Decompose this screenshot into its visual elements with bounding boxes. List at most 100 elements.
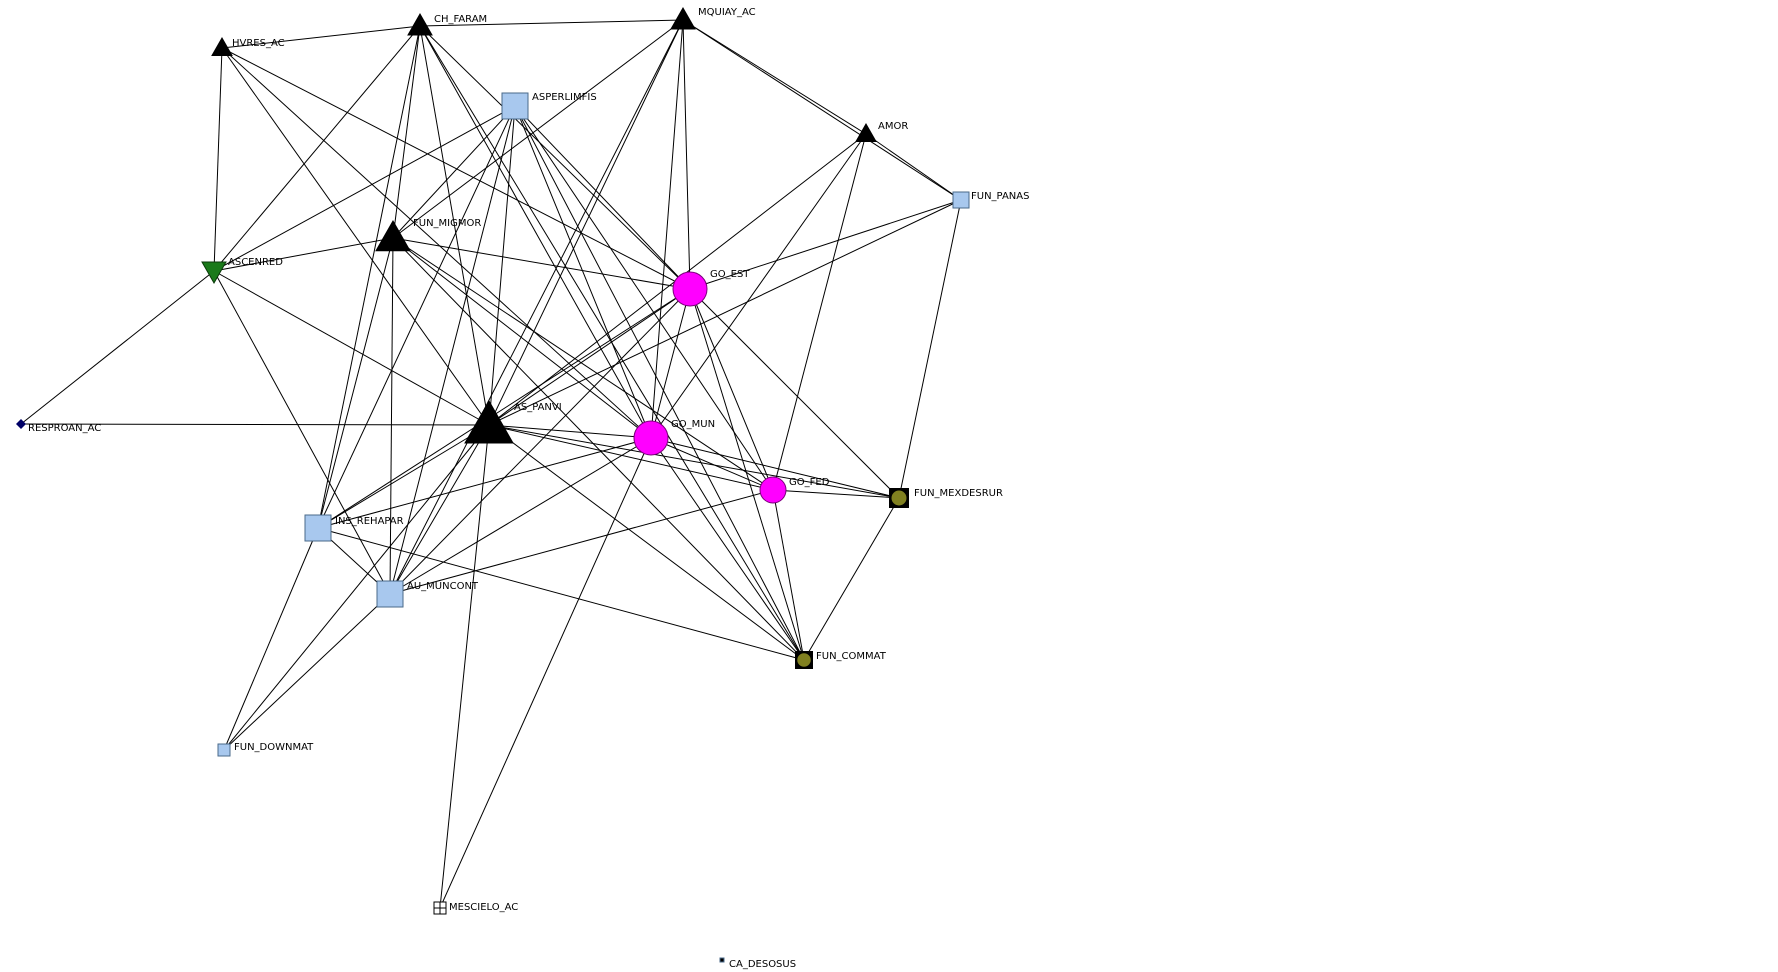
square-node-icon <box>376 580 404 608</box>
edge-ch-faram-to-ascenred <box>213 25 421 272</box>
triangle-node-icon <box>375 219 411 252</box>
edge-go-fed-to-fun-commat <box>772 489 805 661</box>
edge-hvres-ac-to-go-mun <box>221 47 652 439</box>
edge-asperlimfis-to-ins-rehapar <box>317 105 516 529</box>
node-label-go-mun: GO_MUN <box>671 419 715 430</box>
edge-go-mun-to-au-muncont <box>389 437 652 595</box>
edge-go-est-to-go-fed <box>689 288 774 491</box>
edge-mquiay-ac-to-go-est <box>682 19 691 290</box>
node-fun-migmor[interactable]: FUN_MIGMOR <box>375 218 481 252</box>
triangle-node-icon <box>211 36 233 56</box>
edge-fun-migmor-to-go-mun <box>392 237 652 439</box>
node-label-fun-downmat: FUN_DOWNMAT <box>234 742 314 753</box>
node-label-go-fed: GO_FED <box>789 477 830 488</box>
edge-fun-migmor-to-fun-commat <box>392 237 805 661</box>
circle-in-square-node-icon <box>889 488 909 508</box>
node-asperlimfis[interactable]: ASPERLIMFIS <box>501 92 597 120</box>
edge-mquiay-ac-to-fun-panas <box>682 19 962 201</box>
edge-as-panvi-to-ins-rehapar <box>317 424 490 529</box>
edge-as-panvi-to-go-mun <box>488 424 652 439</box>
edge-fun-migmor-to-go-est <box>392 237 691 290</box>
edge-asperlimfis-to-go-est <box>514 105 691 290</box>
graph-edges <box>20 19 962 909</box>
edge-asperlimfis-to-ascenred <box>213 105 516 272</box>
graph-nodes: HVRES_AC CH_FARAM MQUIAY_AC ASPERLIMFIS AMOR… <box>16 6 1029 970</box>
node-go-fed[interactable]: GO_FED <box>759 476 830 504</box>
edge-amor-to-go-fed <box>772 133 867 491</box>
node-label-au-muncont: AU_MUNCONT <box>407 581 479 592</box>
edge-ch-faram-to-as-panvi <box>419 25 490 426</box>
node-ins-rehapar[interactable]: INS_REHAPAR <box>304 514 404 542</box>
node-hvres-ac[interactable]: HVRES_AC <box>211 36 285 56</box>
edge-asperlimfis-to-go-fed <box>514 105 774 491</box>
edge-as-panvi-to-fun-mexdesrur <box>488 424 900 499</box>
edge-go-mun-to-fun-commat <box>650 437 805 661</box>
node-label-fun-mexdesrur: FUN_MEXDESRUR <box>914 488 1003 499</box>
node-ch-faram[interactable]: CH_FARAM <box>407 12 487 36</box>
node-label-mquiay-ac: MQUIAY_AC <box>698 7 756 18</box>
edge-asperlimfis-to-fun-migmor <box>392 105 516 239</box>
edge-go-est-to-go-mun <box>650 288 691 439</box>
node-go-est[interactable]: GO_EST <box>672 269 750 307</box>
triangle-node-icon <box>407 12 433 36</box>
edge-fun-panas-to-go-est <box>689 199 962 290</box>
node-amor[interactable]: AMOR <box>855 121 908 142</box>
node-resproan-ac[interactable]: RESPROAN_AC <box>16 419 101 434</box>
down-triangle-node-icon <box>201 261 227 285</box>
node-label-fun-panas: FUN_PANAS <box>971 191 1029 202</box>
node-label-fun-migmor: FUN_MIGMOR <box>413 218 481 229</box>
node-label-go-est: GO_EST <box>710 269 750 280</box>
node-mescielo-ac[interactable]: MESCIELO_AC <box>433 901 518 915</box>
edge-fun-downmat-to-as-panvi <box>223 424 490 751</box>
node-label-resproan-ac: RESPROAN_AC <box>28 423 101 434</box>
edge-as-panvi-to-fun-commat <box>488 424 805 661</box>
square-node-icon <box>719 957 725 963</box>
square-node-icon <box>952 191 970 209</box>
node-label-ch-faram: CH_FARAM <box>434 14 487 25</box>
edge-fun-panas-to-fun-mexdesrur <box>898 199 962 499</box>
node-label-mescielo-ac: MESCIELO_AC <box>449 902 518 913</box>
node-mquiay-ac[interactable]: MQUIAY_AC <box>670 6 756 30</box>
node-fun-mexdesrur[interactable]: FUN_MEXDESRUR <box>889 488 1003 508</box>
edge-go-fed-to-fun-mexdesrur <box>772 489 900 499</box>
circle-in-square-node-icon <box>795 651 813 669</box>
diamond-node-icon <box>16 419 26 429</box>
edge-fun-migmor-to-ascenred <box>213 237 394 272</box>
node-label-ascenred: ASCENRED <box>228 257 283 268</box>
edge-go-mun-to-mescielo-ac <box>439 437 652 909</box>
edge-go-est-to-au-muncont <box>389 288 691 595</box>
edge-ascenred-to-as-panvi <box>213 270 490 426</box>
circle-node-icon <box>759 476 787 504</box>
node-au-muncont[interactable]: AU_MUNCONT <box>376 580 479 608</box>
node-label-asperlimfis: ASPERLIMFIS <box>532 92 597 103</box>
node-as-panvi[interactable]: AS_PANVI <box>464 399 562 444</box>
edge-ch-faram-to-go-mun <box>419 25 652 439</box>
node-label-hvres-ac: HVRES_AC <box>232 38 285 49</box>
node-fun-panas[interactable]: FUN_PANAS <box>952 191 1029 209</box>
node-label-as-panvi: AS_PANVI <box>514 402 562 413</box>
edge-go-est-to-fun-commat <box>689 288 805 661</box>
edge-amor-to-go-mun <box>650 133 867 439</box>
edge-go-est-to-as-panvi <box>488 288 691 426</box>
edge-mquiay-ac-to-as-panvi <box>488 19 684 426</box>
node-ascenred[interactable]: ASCENRED <box>201 257 283 285</box>
edge-au-muncont-to-fun-downmat <box>223 593 391 751</box>
square-node-icon <box>304 514 332 542</box>
triangle-node-icon <box>855 122 877 142</box>
edge-go-est-to-fun-mexdesrur <box>689 288 900 499</box>
edge-resproan-ac-to-as-panvi <box>20 423 490 426</box>
edge-ins-rehapar-to-fun-downmat <box>223 527 319 751</box>
node-go-mun[interactable]: GO_MUN <box>633 419 715 456</box>
node-label-amor: AMOR <box>878 121 908 132</box>
edge-go-mun-to-fun-mexdesrur <box>650 437 900 499</box>
node-fun-downmat[interactable]: FUN_DOWNMAT <box>217 742 314 757</box>
node-ca-desosus[interactable]: CA_DESOSUS <box>719 957 796 970</box>
edge-fun-mexdesrur-to-fun-commat <box>803 497 900 661</box>
square-node-icon <box>217 743 231 757</box>
edge-ch-faram-to-go-est <box>419 25 691 290</box>
node-label-ins-rehapar: INS_REHAPAR <box>335 516 404 527</box>
node-fun-commat[interactable]: FUN_COMMAT <box>795 651 887 669</box>
edge-hvres-ac-to-as-panvi <box>221 47 490 426</box>
edge-go-mun-to-go-fed <box>650 437 774 491</box>
